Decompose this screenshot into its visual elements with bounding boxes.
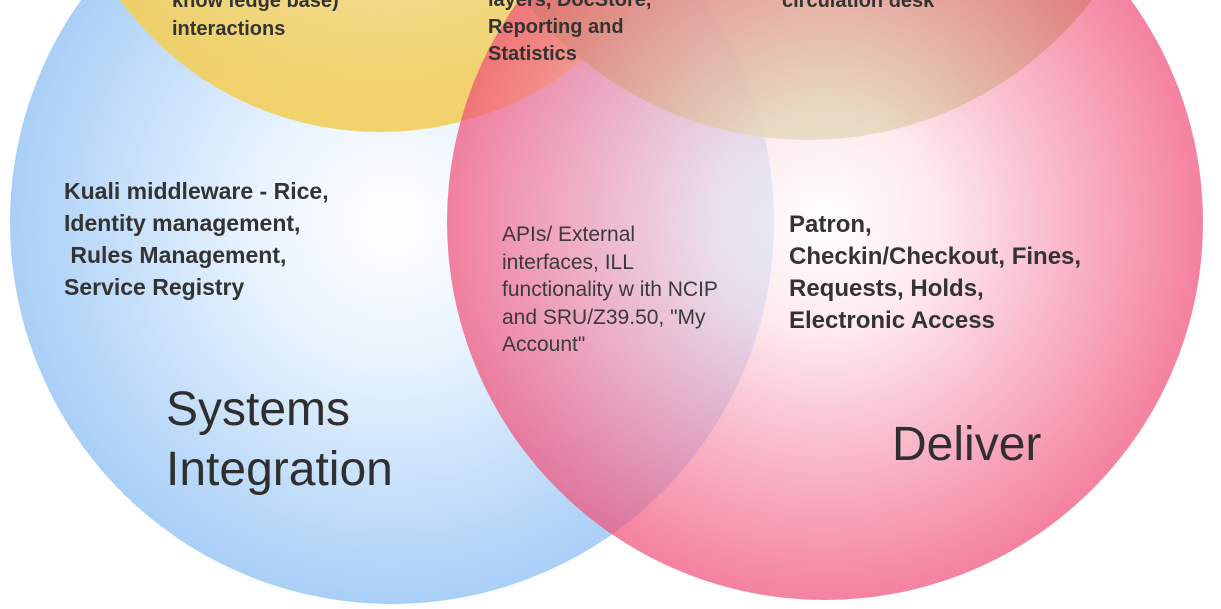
deliver-description: Patron, Checkin/Checkout, Fines, Request… xyxy=(789,209,1081,337)
description-line: and SRU/Z39.50, "My xyxy=(502,305,706,329)
top-left-description: know ledge base) interactions xyxy=(172,0,339,43)
description-line: interfaces, ILL xyxy=(502,250,634,274)
description-line: Requests, Holds, xyxy=(789,275,984,302)
description-line: interactions xyxy=(172,18,286,40)
description-line: Account" xyxy=(502,333,586,356)
description-line: APIs/ External xyxy=(502,223,636,246)
deliver-title: Deliver xyxy=(892,415,1041,475)
description-line: Checkin/Checkout, Fines, xyxy=(789,243,1082,270)
description-line: Identity management, xyxy=(64,210,301,236)
description-line: layers, DocStore, xyxy=(488,0,652,11)
description-line: functionality w ith NCIP xyxy=(502,278,718,301)
description-line: Statistics xyxy=(488,43,577,65)
description-line: circulation desk xyxy=(782,0,935,12)
description-line: know ledge base) xyxy=(172,0,339,12)
description-line: Electronic Access xyxy=(789,307,995,334)
title-line: Deliver xyxy=(892,418,1042,471)
systems-integration-description: Kuali middleware - Rice, Identity manage… xyxy=(64,175,329,303)
systems-integration-title: Systems Integration xyxy=(166,380,393,500)
description-line: Patron, xyxy=(789,211,872,238)
title-line: Integration xyxy=(166,443,393,496)
description-line: Rules Management, xyxy=(64,242,287,268)
description-line: Reporting and xyxy=(488,16,624,38)
deliver-circle xyxy=(447,0,1203,600)
systems-deliver-overlap-description: APIs/ External interfaces, ILL functiona… xyxy=(502,221,718,359)
top-middle-overlap-description: layers, DocStore, Reporting and Statisti… xyxy=(488,0,651,68)
description-line: Kuali middleware - Rice, xyxy=(64,178,329,204)
title-line: Systems xyxy=(166,383,351,436)
description-line: Service Registry xyxy=(64,274,245,300)
top-right-description: circulation desk xyxy=(782,0,934,15)
